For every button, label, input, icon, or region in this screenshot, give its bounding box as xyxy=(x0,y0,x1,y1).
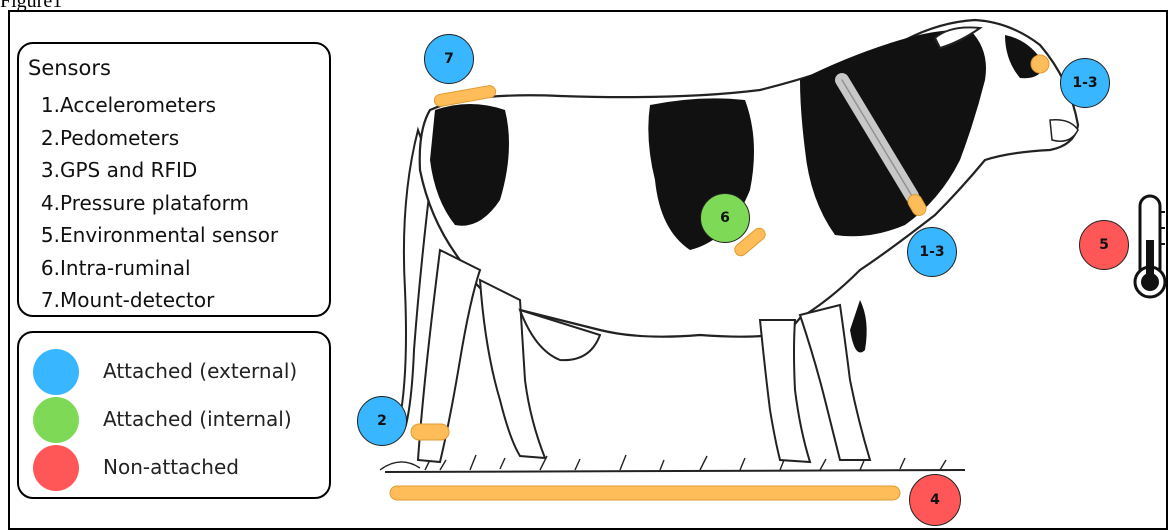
sensor-item: 4.Pressure plataform xyxy=(31,188,278,221)
badge-pressure-platform: 4 xyxy=(909,474,961,526)
sensor-item: 6.Intra-ruminal xyxy=(31,253,278,286)
legend-label: Attached (internal) xyxy=(103,407,292,431)
pressure-platform-bar xyxy=(390,486,900,500)
badge-head-sensor: 1-3 xyxy=(1060,58,1110,108)
legend-item-internal: Attached (internal) xyxy=(33,397,323,443)
legend-label: Non-attached xyxy=(103,455,239,479)
legend-item-external: Attached (external) xyxy=(33,349,323,395)
sensor-list-panel: Sensors 1.Accelerometers 2.Pedometers 3.… xyxy=(17,42,331,317)
sensor-item: 5.Environmental sensor xyxy=(31,220,278,253)
sensor-item: 7.Mount-detector xyxy=(31,285,278,318)
sensor-list: 1.Accelerometers 2.Pedometers 3.GPS and … xyxy=(31,90,278,318)
pedometer-bar xyxy=(411,424,449,440)
grass xyxy=(380,455,965,472)
thermometer-icon xyxy=(1135,196,1165,297)
head-sensor-bar xyxy=(1031,55,1049,73)
badge-environmental-sensor: 5 xyxy=(1079,220,1129,270)
legend-label: Attached (external) xyxy=(103,359,297,383)
sensor-list-title: Sensors xyxy=(28,56,111,80)
legend-dot xyxy=(33,349,79,395)
legend-dot xyxy=(33,397,79,443)
sensor-item: 1.Accelerometers xyxy=(31,90,278,123)
legend-dot xyxy=(33,445,79,491)
sensor-item: 3.GPS and RFID xyxy=(31,155,278,188)
legend-item-non-attached: Non-attached xyxy=(33,445,323,491)
legend-panel: Attached (external) Attached (internal) … xyxy=(17,331,331,499)
badge-mount-detector: 7 xyxy=(424,34,474,84)
badge-intra-ruminal: 6 xyxy=(700,193,750,243)
badge-pedometer: 2 xyxy=(357,396,407,446)
sensor-item: 2.Pedometers xyxy=(31,123,278,156)
badge-neck-sensor: 1-3 xyxy=(907,227,957,277)
